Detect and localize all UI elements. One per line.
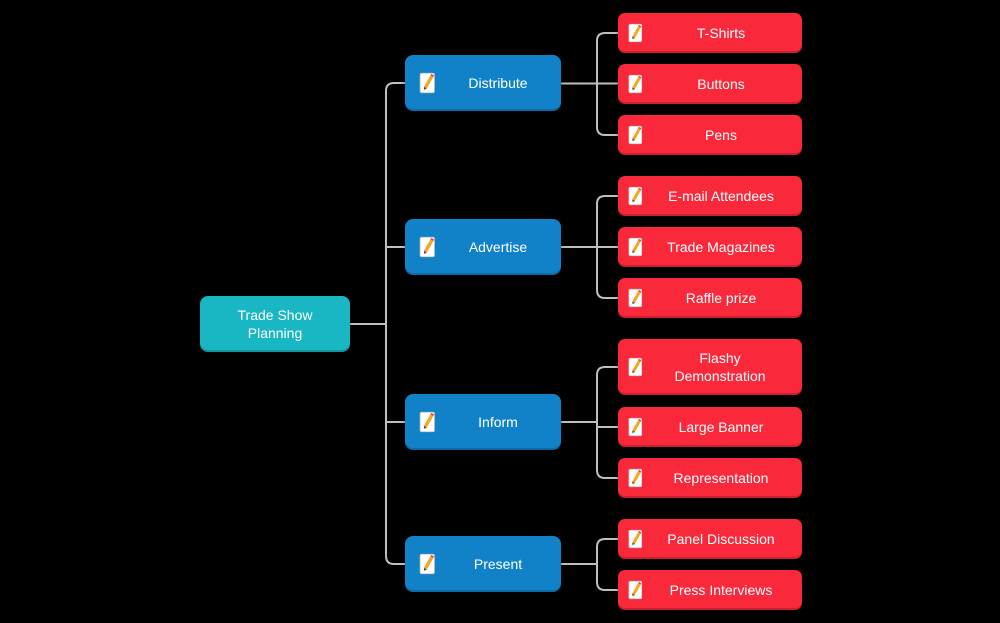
node-leaf-buttons[interactable]: Buttons (618, 64, 802, 104)
note-pencil-icon (628, 74, 643, 94)
note-pencil-icon (628, 237, 643, 257)
node-leaf-trade-magazines[interactable]: Trade Magazines (618, 227, 802, 267)
node-label: Large Banner (678, 418, 764, 435)
connector-distribute-trunk (596, 32, 618, 136)
connector-trunk (385, 82, 405, 565)
node-label: Inform (478, 413, 518, 430)
note-pencil-icon (628, 580, 643, 600)
note-pencil-icon (628, 417, 643, 437)
node-leaf-press-interviews[interactable]: Press Interviews (618, 570, 802, 610)
node-leaf-pens[interactable]: Pens (618, 115, 802, 155)
note-pencil-icon (628, 23, 643, 43)
node-leaf-email-attendees[interactable]: E-mail Attendees (618, 176, 802, 216)
node-label: Raffle prize (685, 289, 757, 306)
node-label: Flashy Demonstration (674, 349, 766, 384)
note-pencil-icon (419, 72, 436, 94)
note-pencil-icon (419, 411, 436, 433)
node-leaf-large-banner[interactable]: Large Banner (618, 407, 802, 447)
node-leaf-t-shirts[interactable]: T-Shirts (618, 13, 802, 53)
node-label: Representation (673, 469, 769, 486)
node-leaf-panel-discussion[interactable]: Panel Discussion (618, 519, 802, 559)
node-label: Buttons (697, 75, 745, 92)
note-pencil-icon (628, 357, 643, 377)
node-branch-present[interactable]: Present (405, 536, 561, 592)
node-branch-inform[interactable]: Inform (405, 394, 561, 450)
node-branch-distribute[interactable]: Distribute (405, 55, 561, 111)
node-leaf-flashy-demonstration[interactable]: Flashy Demonstration (618, 339, 802, 395)
node-branch-advertise[interactable]: Advertise (405, 219, 561, 275)
node-label: Pens (705, 126, 737, 143)
node-label: Advertise (468, 238, 528, 255)
note-pencil-icon (628, 529, 643, 549)
node-leaf-representation[interactable]: Representation (618, 458, 802, 498)
node-leaf-raffle-prize[interactable]: Raffle prize (618, 278, 802, 318)
node-label: T-Shirts (696, 24, 746, 41)
connector-inform-trunk (596, 366, 618, 479)
note-pencil-icon (419, 553, 436, 575)
connector-present-trunk (596, 538, 618, 591)
note-pencil-icon (628, 468, 643, 488)
node-root[interactable]: Trade Show Planning (200, 296, 350, 352)
note-pencil-icon (628, 125, 643, 145)
note-pencil-icon (628, 288, 643, 308)
note-pencil-icon (419, 236, 436, 258)
node-label: Distribute (468, 74, 528, 91)
connector-advertise-trunk (596, 195, 618, 299)
node-label: Trade Show Planning (237, 306, 313, 341)
node-label: Trade Magazines (667, 238, 775, 255)
node-label: E-mail Attendees (668, 187, 774, 204)
node-label: Present (473, 555, 523, 572)
note-pencil-icon (628, 186, 643, 206)
node-label: Press Interviews (669, 581, 773, 598)
node-label: Panel Discussion (667, 530, 775, 547)
